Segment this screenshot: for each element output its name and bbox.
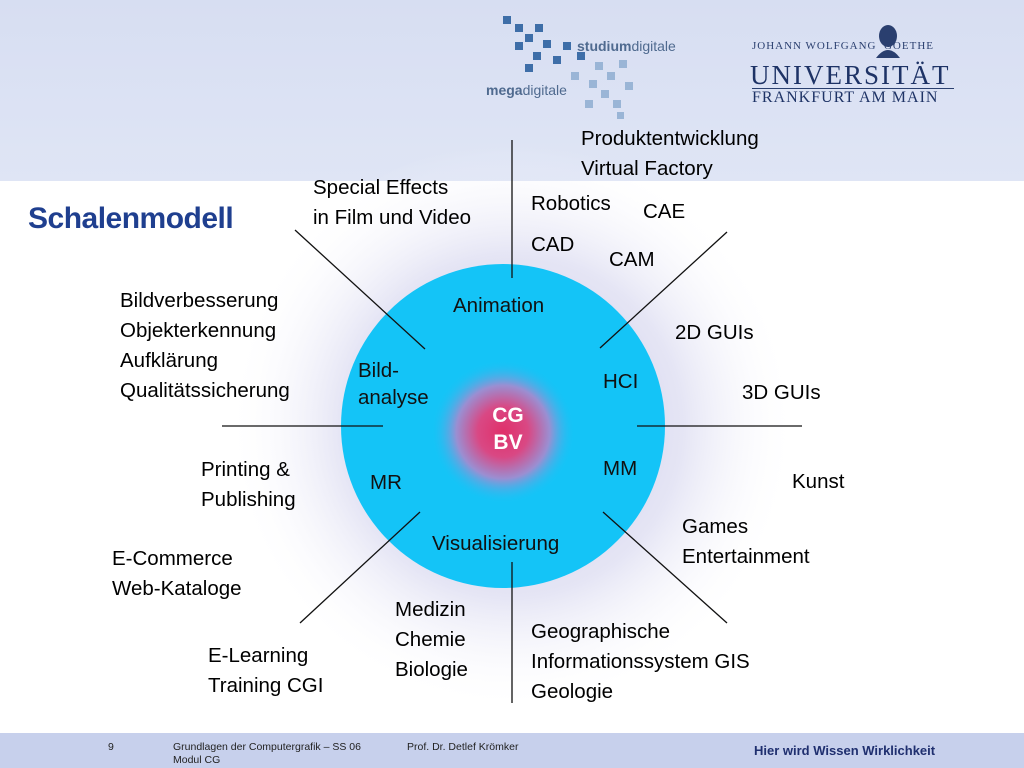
footer-course: Grundlagen der Computergrafik – SS 06 Mo… — [173, 741, 361, 766]
outer-label-cae: CAE — [643, 200, 686, 223]
goethe-portrait-icon — [876, 25, 900, 58]
spoke-upper-left — [294, 229, 426, 350]
outer-label-2d-guis: 2D GUIs — [675, 321, 754, 344]
outer-label-produktentwicklung: Produktentwicklung Virtual Factory — [581, 127, 759, 180]
outer-label-games: Games Entertainment — [682, 515, 810, 568]
footer-band — [0, 733, 1024, 768]
footer-author: Prof. Dr. Detlef Krömker — [407, 741, 519, 753]
outer-label-ecommerce: E-Commerce Web-Kataloge — [112, 547, 242, 600]
footer-slogan: Hier wird Wissen Wirklichkeit — [754, 743, 936, 758]
footer-page-number: 9 — [108, 741, 114, 753]
page-title: Schalenmodell — [28, 202, 234, 235]
inner-label-mm: MM — [603, 457, 638, 480]
outer-label-bildverbesserung: Bildverbesserung Objekterkennung Aufklär… — [120, 289, 290, 402]
university-name: UNIVERSITÄT — [750, 60, 951, 90]
megadigitale-logo-text: megadigitale — [486, 82, 567, 98]
university-divider — [752, 88, 954, 89]
inner-label-animation: Animation — [453, 294, 545, 317]
outer-label-geographische: Geographische Informationssystem GIS Geo… — [531, 620, 750, 703]
outer-label-medizin: Medizin Chemie Biologie — [395, 598, 468, 681]
outer-label-cam: CAM — [609, 248, 655, 271]
outer-label-cad: CAD — [531, 233, 575, 256]
inner-label-mr: MR — [370, 471, 402, 494]
inner-label-bildanalyse: Bild- analyse — [358, 359, 429, 409]
spoke-upper-right — [599, 231, 728, 349]
outer-label-3d-guis: 3D GUIs — [742, 381, 821, 404]
university-city: FRANKFURT AM MAIN — [752, 89, 939, 106]
outer-label-elearning: E-Learning Training CGI — [208, 644, 324, 697]
studiumdigitale-logo-text: studiumdigitale — [577, 38, 676, 54]
outer-label-kunst: Kunst — [792, 470, 845, 493]
outer-label-special-effects: Special Effects in Film und Video — [313, 176, 472, 229]
studiumdigitale-logo-graphic — [503, 16, 633, 119]
core-gradient — [431, 360, 575, 504]
inner-label-visualisierung: Visualisierung — [432, 532, 560, 555]
spoke-lower-left — [299, 511, 421, 624]
university-name-top: JOHANN WOLFGANG GOETHE — [752, 40, 934, 52]
inner-label-hci: HCI — [603, 370, 639, 393]
core-label: CG BV — [492, 404, 524, 454]
spoke-lower-right — [602, 511, 728, 624]
outer-label-printing: Printing & Publishing — [201, 458, 296, 511]
outer-label-robotics: Robotics — [531, 192, 611, 215]
